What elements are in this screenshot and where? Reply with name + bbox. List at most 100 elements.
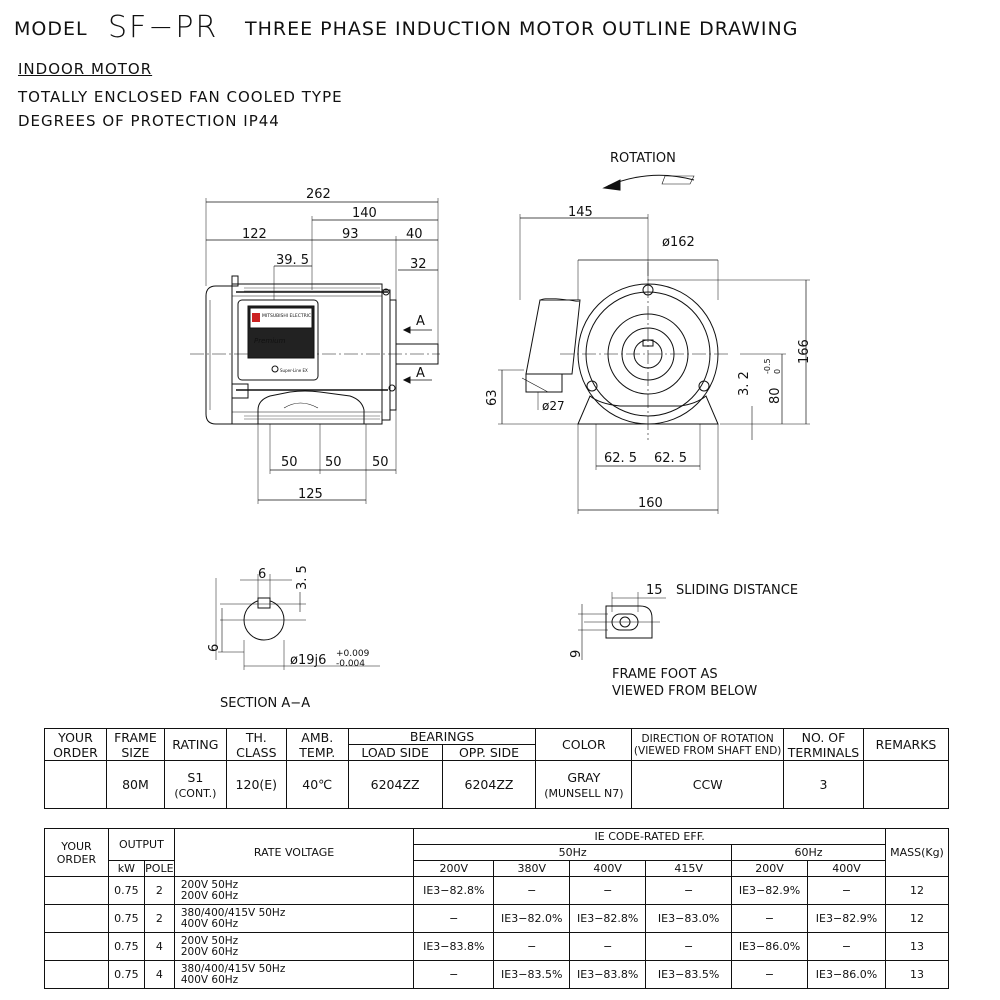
sliding-label: SLIDING DISTANCE — [676, 583, 798, 598]
eff-hdr-50-380v: 380V — [493, 860, 571, 877]
eff-50-200v: IE3−82.8% — [413, 876, 495, 905]
eff-50-380v: IE3−82.0% — [493, 904, 571, 933]
dim-shaft-dia: ø19j6 — [290, 653, 326, 668]
eff-hdr-kw: kW — [107, 860, 145, 877]
eff-60-400v: − — [807, 932, 886, 961]
eff-50-415v: − — [645, 876, 733, 905]
hdr-opp-side: OPP. SIDE — [441, 744, 537, 761]
eff-60-400v: IE3−86.0% — [807, 960, 886, 989]
eff-hdr-rate-voltage: RATE VOLTAGE — [173, 828, 415, 877]
cell-opp-side: 6204ZZ — [441, 760, 537, 809]
outline-drawing: MITSUBISHI ELECTRIC Premium Super-Line E… — [190, 151, 812, 711]
eff-60-400v: IE3−82.9% — [807, 904, 886, 933]
eff-mass: 13 — [884, 932, 950, 961]
dim-62-5-left: 62. 5 — [604, 451, 637, 466]
eff-50-415v: IE3−83.5% — [645, 960, 733, 989]
nameplate-sub: Super-Line EX — [280, 368, 308, 373]
eff-50-380v: − — [493, 932, 571, 961]
dim-foot-total: 125 — [298, 487, 323, 502]
dim-key-height: 6 — [207, 644, 222, 652]
cell-direction: CCW — [631, 760, 785, 809]
eff-mass: 13 — [884, 960, 950, 989]
eff-hdr-60-400v: 400V — [807, 860, 886, 877]
dim-sliding: 15 — [646, 583, 663, 598]
eff-hdr-mass: MASS(Kg) — [884, 828, 950, 877]
cell-amb-temp: 40℃ — [285, 760, 349, 809]
eff-50-415v: − — [645, 932, 733, 961]
dim-foot-a: 50 — [281, 455, 298, 470]
hdr-load-side: LOAD SIDE — [347, 744, 443, 761]
foot-caption-2: VIEWED FROM BELOW — [612, 684, 757, 699]
section-aa — [215, 574, 380, 670]
eff-50-200v: − — [413, 960, 495, 989]
eff-hdr-50-200v: 200V — [413, 860, 495, 877]
eff-pole: 4 — [143, 960, 175, 989]
dim-40: 40 — [406, 227, 423, 242]
dim-93: 93 — [342, 227, 359, 242]
eff-60-400v: − — [807, 876, 886, 905]
eff-50-400v: IE3−83.8% — [569, 960, 647, 989]
side-view: MITSUBISHI ELECTRIC Premium Super-Line E… — [190, 198, 440, 504]
eff-your-order — [44, 960, 109, 989]
hdr-rating: RATING — [163, 728, 227, 761]
dim-160: 160 — [638, 496, 663, 511]
eff-60-200v: − — [731, 960, 809, 989]
section-mark-bottom: A — [416, 366, 425, 381]
dim-32: 32 — [410, 257, 427, 272]
eff-hdr-50-415v: 415V — [645, 860, 733, 877]
nameplate-series: Premium — [254, 337, 286, 345]
eff-50-400v: − — [569, 932, 647, 961]
model-label: MODEL — [14, 18, 88, 40]
hdr-remarks: REMARKS — [862, 728, 950, 761]
cell-remarks — [862, 760, 950, 809]
dim-39-5: 39. 5 — [276, 253, 309, 268]
dim-body: 122 — [242, 227, 267, 242]
protection-degree: DEGREES OF PROTECTION IP44 — [18, 112, 280, 130]
hdr-amb-temp: AMB.TEMP. — [285, 728, 349, 761]
dim-foot-slot: 9 — [569, 650, 584, 658]
eff-60-200v: IE3−82.9% — [731, 876, 809, 905]
dim-shaft-side: 140 — [352, 206, 377, 221]
eff-your-order — [44, 904, 109, 933]
eff-kw: 0.75 — [107, 876, 145, 905]
cell-color: GRAY(MUNSELL N7) — [535, 760, 633, 809]
eff-pole: 4 — [143, 932, 175, 961]
hdr-bearings: BEARINGS — [347, 728, 537, 745]
dim-overall: 262 — [306, 187, 331, 202]
eff-50-380v: − — [493, 876, 571, 905]
dim-166: 166 — [797, 339, 812, 364]
cell-rating: S1(CONT.) — [163, 760, 227, 809]
side-view-dims: 262 140 122 93 40 39. 5 32 A A 50 50 50 … — [242, 187, 427, 502]
eff-hdr-output: OUTPUT — [107, 828, 175, 861]
eff-mass: 12 — [884, 876, 950, 905]
eff-kw: 0.75 — [107, 932, 145, 961]
end-view — [498, 174, 810, 514]
dim-3-2: 3. 2 — [737, 371, 752, 396]
cell-your-order — [44, 760, 107, 809]
rotation-label: ROTATION — [610, 151, 676, 166]
eff-your-order — [44, 876, 109, 905]
eff-50-200v: IE3−83.8% — [413, 932, 495, 961]
cell-terminals: 3 — [783, 760, 864, 809]
eff-hdr-60hz: 60Hz — [731, 844, 886, 861]
dim-145: 145 — [568, 205, 593, 220]
cell-frame-size: 80M — [105, 760, 165, 809]
eff-hdr-50hz: 50Hz — [413, 844, 733, 861]
dim-key-depth: 3. 5 — [295, 565, 310, 590]
eff-hdr-pole: POLE — [143, 860, 175, 877]
section-mark-top: A — [416, 314, 425, 329]
eff-60-200v: − — [731, 904, 809, 933]
eff-50-400v: − — [569, 876, 647, 905]
eff-50-400v: IE3−82.8% — [569, 904, 647, 933]
hdr-color: COLOR — [535, 728, 633, 761]
end-view-dims: ROTATION 145 ø162 ø27 62. 5 62. 5 160 63… — [485, 151, 812, 511]
hdr-direction: DIRECTION OF ROTATION(VIEWED FROM SHAFT … — [631, 728, 785, 761]
eff-kw: 0.75 — [107, 960, 145, 989]
